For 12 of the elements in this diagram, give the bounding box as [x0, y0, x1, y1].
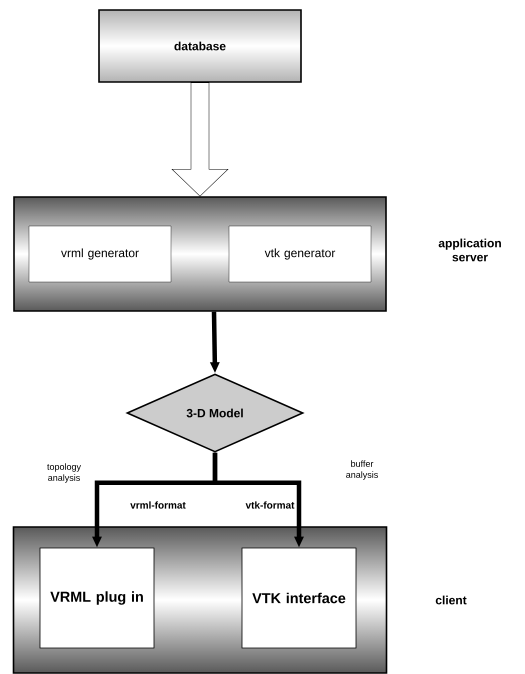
edge-label: vtk-format [244, 500, 296, 510]
note-label: buffer analysis [346, 460, 378, 480]
process-box: VRML plug in [40, 548, 154, 648]
process-box: vrml generator [28, 226, 172, 282]
hollow-arrow [172, 82, 228, 196]
side-label: client [436, 596, 467, 604]
edge-label: vrml-format [129, 500, 187, 510]
database-box: database [98, 9, 302, 83]
process-box: vtk generator [228, 226, 372, 282]
note-label: topology analysis [47, 463, 81, 483]
process-box: VTK interface [242, 548, 356, 648]
side-label: application server [438, 238, 501, 262]
